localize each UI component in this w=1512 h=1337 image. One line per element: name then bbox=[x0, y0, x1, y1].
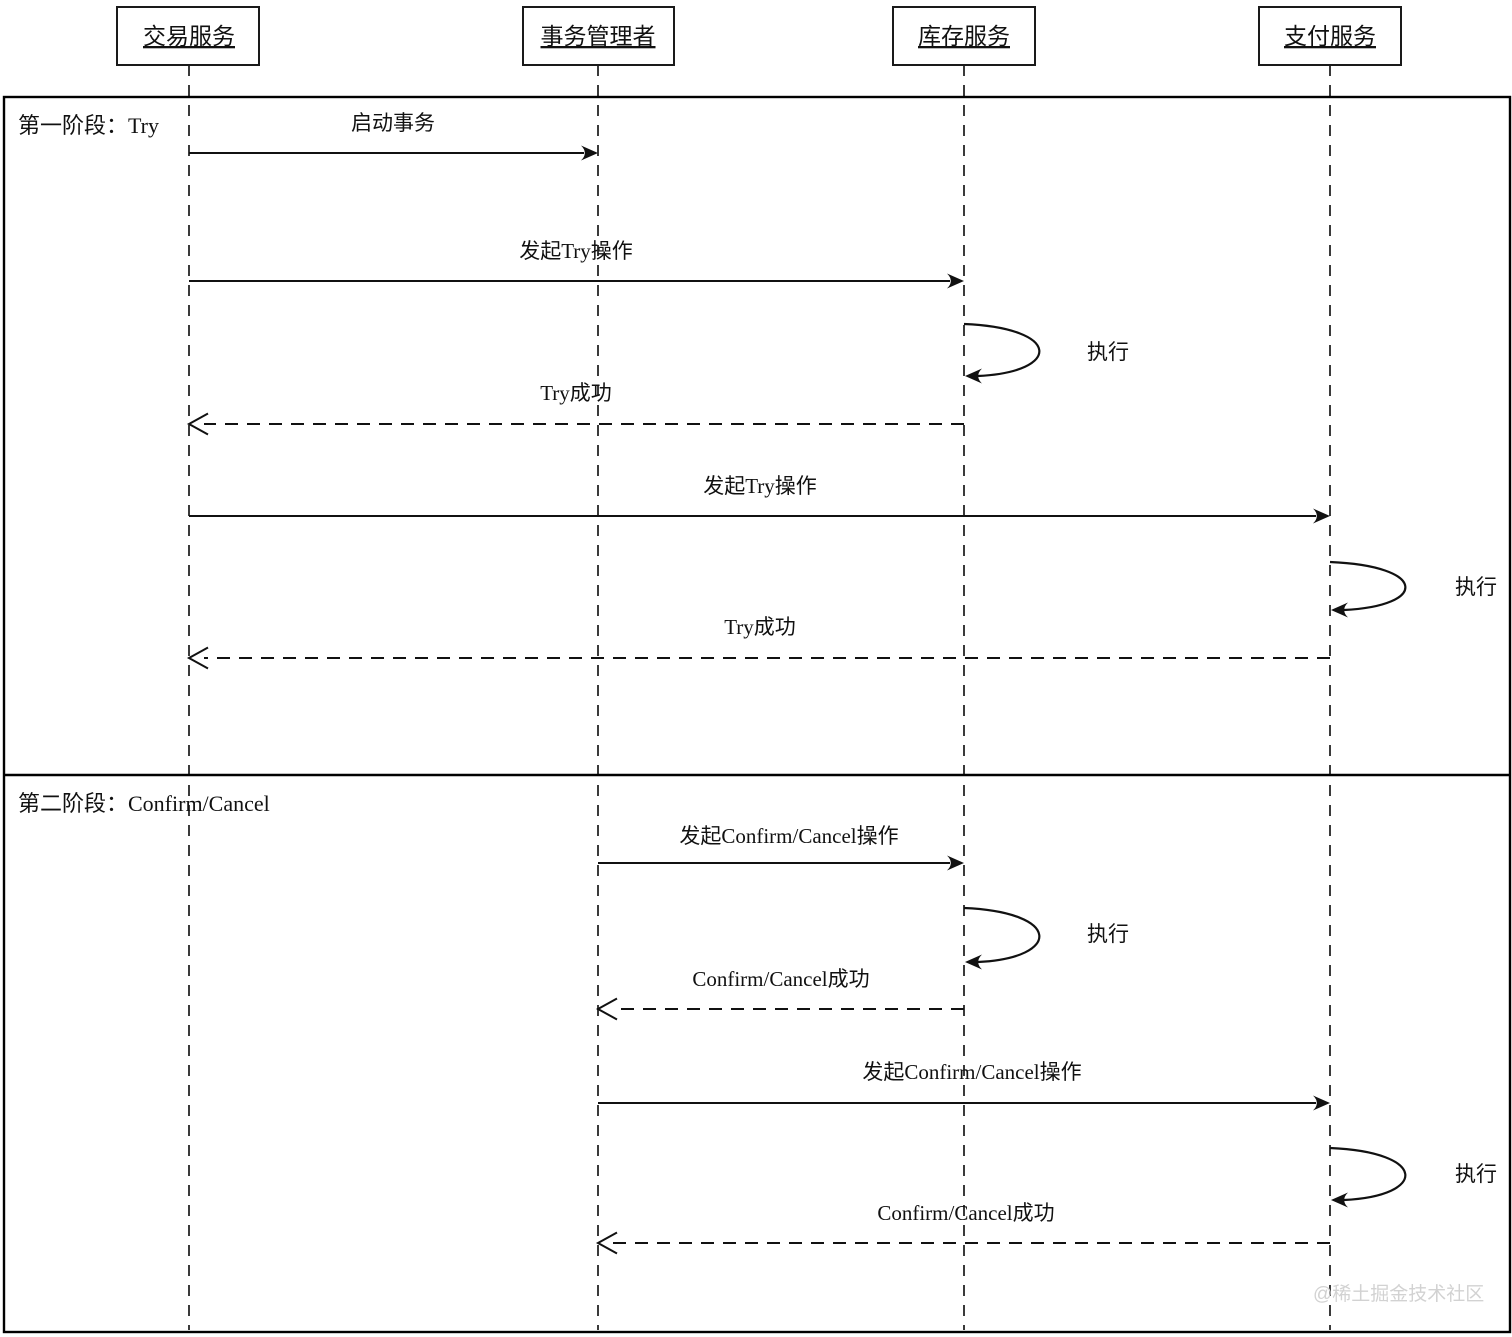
message-label-m2: 发起Try操作 bbox=[519, 239, 633, 263]
participant-box-trade bbox=[116, 6, 260, 66]
participants-group: 交易服务 事务管理者 库存服务 支付服务 bbox=[116, 6, 1402, 66]
arrowhead-m9 bbox=[965, 954, 982, 970]
message-label-m13: Confirm/Cancel成功 bbox=[877, 1201, 1054, 1225]
message-m2[interactable]: 发起Try操作 bbox=[189, 239, 964, 289]
messages-group: 启动事务发起Try操作执行Try成功发起Try操作执行Try成功发起Confir… bbox=[186, 111, 1497, 1255]
participant-label-inventory: 库存服务 bbox=[918, 24, 1010, 49]
message-label-m5: 发起Try操作 bbox=[703, 474, 817, 498]
participant-tm[interactable]: 事务管理者 bbox=[522, 6, 675, 66]
arrowhead-m12 bbox=[1331, 1192, 1348, 1208]
arrowhead-m11 bbox=[1313, 1095, 1330, 1111]
arrowhead-m8 bbox=[947, 855, 964, 871]
frame-group bbox=[2, 95, 1512, 1334]
arrowhead-m10 bbox=[595, 997, 618, 1021]
diagram-frame bbox=[2, 95, 1512, 1334]
message-m8[interactable]: 发起Confirm/Cancel操作 bbox=[598, 824, 964, 871]
message-label-m10: Confirm/Cancel成功 bbox=[692, 967, 869, 991]
message-label-m4: Try成功 bbox=[540, 381, 612, 405]
participant-box-tm bbox=[522, 6, 675, 66]
message-m11[interactable]: 发起Confirm/Cancel操作 bbox=[598, 1060, 1330, 1111]
message-m13[interactable]: Confirm/Cancel成功 bbox=[595, 1201, 1330, 1255]
participant-inventory[interactable]: 库存服务 bbox=[892, 6, 1036, 66]
message-label-m9: 执行 bbox=[1087, 922, 1129, 946]
message-label-m3: 执行 bbox=[1087, 340, 1129, 364]
self-loop-path-m9 bbox=[963, 906, 1041, 964]
message-m4[interactable]: Try成功 bbox=[186, 381, 964, 436]
lifelines-group bbox=[188, 65, 1331, 1330]
participant-label-payment: 支付服务 bbox=[1284, 24, 1376, 49]
arrowhead-m6 bbox=[1331, 602, 1348, 618]
participant-payment[interactable]: 支付服务 bbox=[1258, 6, 1402, 66]
phase-label-phase1: 第一阶段：Try bbox=[18, 113, 159, 138]
message-label-m7: Try成功 bbox=[724, 615, 796, 639]
arrowhead-m13 bbox=[595, 1231, 618, 1255]
participant-label-tm: 事务管理者 bbox=[541, 24, 656, 49]
message-label-m1: 启动事务 bbox=[351, 111, 435, 135]
message-m9[interactable]: 执行 bbox=[963, 906, 1129, 970]
message-label-m6: 执行 bbox=[1455, 575, 1497, 599]
self-loop-path-m6 bbox=[1329, 560, 1407, 612]
self-loop-path-m12 bbox=[1329, 1146, 1407, 1202]
message-m10[interactable]: Confirm/Cancel成功 bbox=[595, 967, 964, 1021]
arrowhead-m4 bbox=[186, 412, 209, 436]
message-label-m8: 发起Confirm/Cancel操作 bbox=[679, 824, 898, 848]
message-label-m12: 执行 bbox=[1455, 1162, 1497, 1186]
participant-trade[interactable]: 交易服务 bbox=[116, 6, 260, 66]
message-m12[interactable]: 执行 bbox=[1329, 1146, 1497, 1208]
message-m7[interactable]: Try成功 bbox=[186, 615, 1330, 670]
arrowhead-m1 bbox=[581, 145, 598, 161]
participant-box-inventory bbox=[892, 6, 1036, 66]
message-m6[interactable]: 执行 bbox=[1329, 560, 1497, 618]
phase-label-phase2: 第二阶段：Confirm/Cancel bbox=[18, 791, 270, 816]
arrowhead-m7 bbox=[186, 646, 209, 670]
participant-box-payment bbox=[1258, 6, 1402, 66]
arrowhead-m5 bbox=[1313, 508, 1330, 524]
self-loop-path-m3 bbox=[963, 322, 1041, 378]
arrowhead-m2 bbox=[947, 273, 964, 289]
watermark: @稀土掘金技术社区 bbox=[1313, 1283, 1484, 1305]
watermark-group: @稀土掘金技术社区 bbox=[1313, 1283, 1484, 1305]
phase-labels-group: 第一阶段：Try 第二阶段：Confirm/Cancel bbox=[18, 113, 270, 816]
message-m1[interactable]: 启动事务 bbox=[189, 111, 598, 161]
arrowhead-m3 bbox=[965, 368, 982, 384]
participant-label-trade: 交易服务 bbox=[143, 24, 235, 49]
message-m3[interactable]: 执行 bbox=[963, 322, 1129, 384]
message-label-m11: 发起Confirm/Cancel操作 bbox=[862, 1060, 1081, 1084]
message-m5[interactable]: 发起Try操作 bbox=[189, 474, 1330, 524]
